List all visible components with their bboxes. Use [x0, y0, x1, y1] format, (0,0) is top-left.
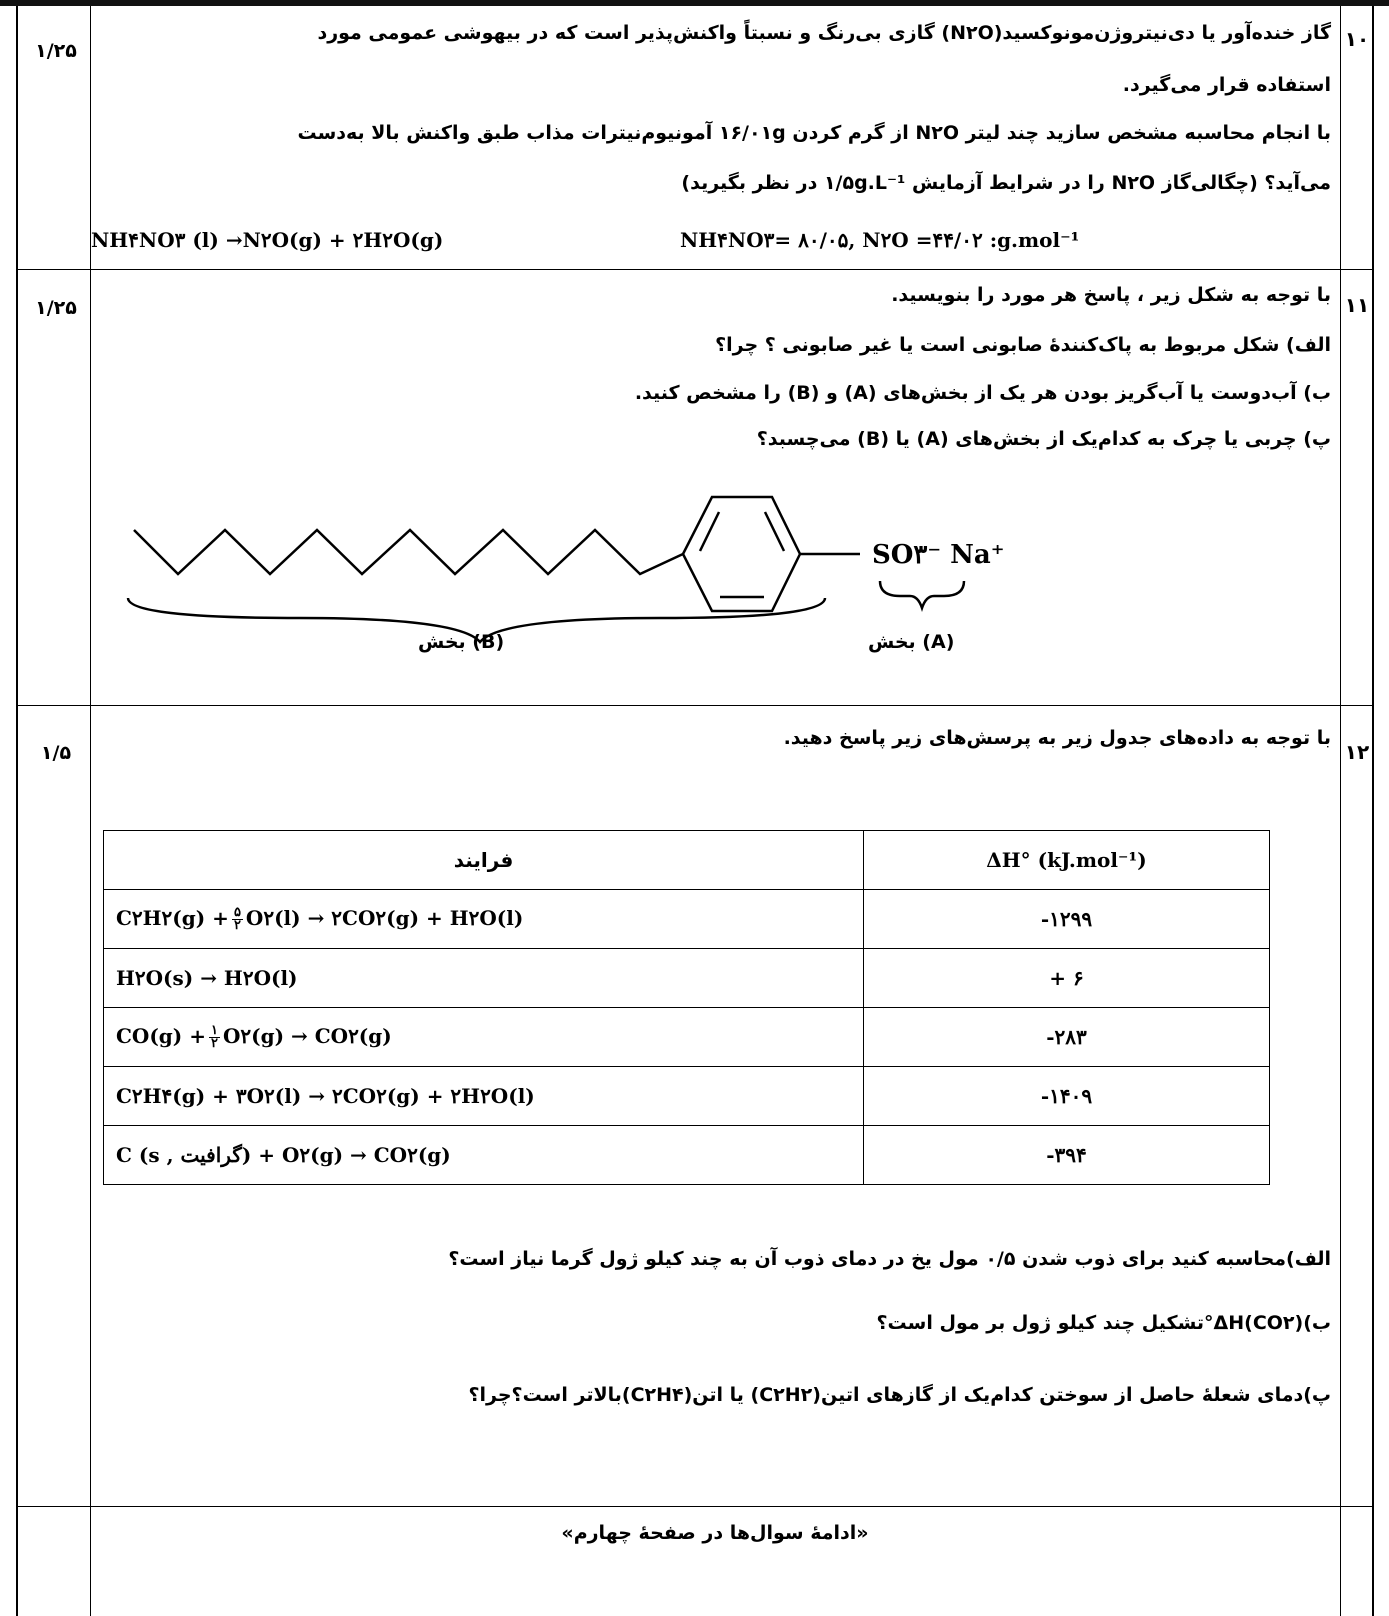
label-part-b: بخش (B): [418, 631, 504, 653]
delta-h-cell: + ۶: [863, 948, 1270, 1008]
brace-b: [126, 597, 827, 644]
benzene-ring: [681, 495, 802, 613]
question-text: با توجه به داده‌های جدول زیر به پرسش‌های…: [783, 727, 1331, 749]
molar-masses: NH۴NO۳= ۸۰/۰۵, N۲O =۴۴/۰۲ :g.mol⁻¹: [680, 228, 1080, 252]
label-part-a: بخش (A): [868, 631, 954, 653]
number-column-divider: [1340, 6, 1341, 1616]
detergent-structure-diagram: SO۳⁻ Na⁺ بخش (B) بخش (A): [126, 495, 1005, 653]
hydrocarbon-chain: [133, 528, 684, 576]
question-text: می‌آید؟ (چگالی‌گاز N۲O را در شرایط آزمای…: [681, 172, 1331, 194]
row-divider: [16, 1506, 1374, 1507]
question-text: با انجام محاسبه مشخص سازید چند لیتر N۲O …: [297, 122, 1331, 144]
question-part-b: ب) آب‌دوست یا آب‌گریز بودن هر یک از بخش‌…: [634, 382, 1331, 404]
delta-h-cell: -۱۲۹۹: [863, 889, 1270, 949]
delta-h-cell: -۱۴۰۹: [863, 1066, 1270, 1126]
delta-h-cell: -۳۹۴: [863, 1125, 1270, 1185]
brace-a: [878, 580, 966, 612]
header-process: فرایند: [103, 830, 864, 890]
question-number: ۱۱: [1344, 293, 1370, 317]
question-part-a: الف) شکل مربوط به پاک‌کنندهٔ صابونی است …: [715, 334, 1331, 356]
question-score: ۱/۲۵: [35, 40, 77, 62]
process-cell: C (s , گرافیت) + O۲(g) → CO۲(g): [103, 1125, 864, 1185]
sulfonate-head-group: SO۳⁻ Na⁺: [872, 540, 1005, 570]
process-cell: C۲H۴(g) + ۳O۲(l) → ۲CO۲(g) + ۲H۲O(l): [103, 1066, 864, 1126]
process-cell: H۲O(s) → H۲O(l): [103, 948, 864, 1008]
table-header-row: فرایند ΔH° (kJ.mol⁻¹): [103, 830, 1270, 890]
continuation-note: «ادامهٔ سوال‌ها در صفحهٔ چهارم»: [561, 1522, 869, 1544]
table-row: H۲O(s) → H۲O(l) + ۶: [103, 948, 1270, 1008]
question-part-b: ب)(CO۲)ΔH°تشکیل چند کیلو ژول بر مول است؟: [876, 1312, 1331, 1334]
delta-h-cell: -۲۸۳: [863, 1007, 1270, 1067]
question-number: ۱۲: [1344, 740, 1370, 764]
question-text: گاز خنده‌آور یا دی‌نیتروژن‌مونوکسید(N۲O)…: [317, 22, 1331, 44]
question-part-c: پ)دمای شعلهٔ حاصل از سوختن کدام‌یک از گا…: [468, 1384, 1332, 1406]
question-text: استفاده قرار می‌گیرد.: [1122, 74, 1331, 96]
top-bar: [0, 0, 1389, 6]
header-delta-h: ΔH° (kJ.mol⁻¹): [863, 830, 1270, 890]
table-row: C (s , گرافیت) + O۲(g) → CO۲(g) -۳۹۴: [103, 1125, 1270, 1185]
score-column-divider: [90, 6, 91, 1616]
question-score: ۱/۵: [40, 742, 72, 764]
row-divider: [16, 705, 1374, 706]
question-score: ۱/۲۵: [35, 297, 77, 319]
reaction-equation: NH۴NO۳ (l) →N۲O(g) + ۲H۲O(g): [91, 228, 444, 252]
question-part-c: پ) چربی یا چرک به کدام‌یک از بخش‌های (A)…: [756, 428, 1331, 450]
page-frame: [16, 6, 1374, 1616]
question-part-a: الف)محاسبه کنید برای ذوب شدن ۰/۵ مول یخ …: [448, 1248, 1331, 1270]
row-divider: [16, 269, 1374, 270]
table-row: C۲H۴(g) + ۳O۲(l) → ۲CO۲(g) + ۲H۲O(l) -۱۴…: [103, 1066, 1270, 1126]
question-number: ۱۰: [1344, 27, 1370, 51]
question-text: با توجه به شکل زیر ، پاسخ هر مورد را بنو…: [891, 284, 1331, 306]
